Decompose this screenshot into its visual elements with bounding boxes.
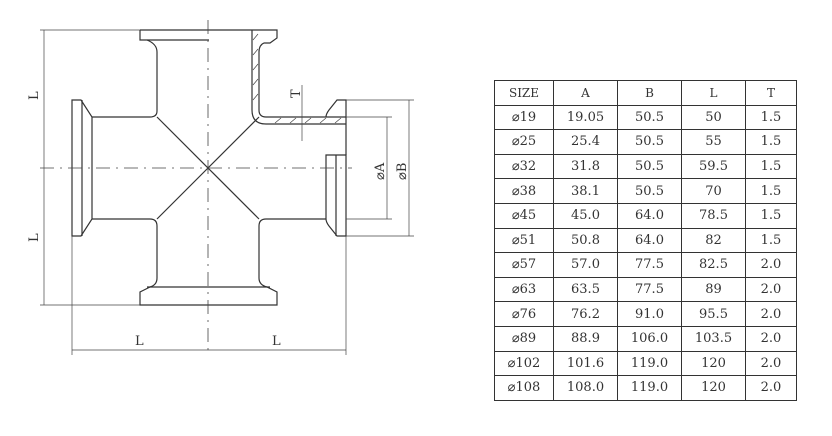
table-cell: 55 [681, 129, 746, 155]
cross-fitting-drawing: L L L L T ⌀A ⌀B [27, 20, 414, 355]
table-cell: 57.0 [553, 252, 618, 278]
table-cell: ⌀57 [494, 252, 554, 278]
table-cell: 50.8 [553, 227, 618, 254]
table-cell: ⌀32 [494, 153, 554, 180]
table-cell: 1.5 [745, 202, 797, 229]
table-cell: 1.5 [745, 153, 797, 180]
table-cell: 88.9 [553, 325, 618, 352]
table-cell: 50.5 [617, 178, 682, 204]
table-cell: 2.0 [745, 252, 797, 278]
table-cell: ⌀89 [494, 325, 554, 352]
table-cell: 2.0 [745, 325, 797, 352]
table-cell: ⌀102 [494, 350, 554, 377]
table-cell: 89 [681, 276, 746, 303]
table-cell: 38.1 [553, 178, 618, 204]
table-cell: 101.6 [553, 350, 618, 377]
table-cell: 50.5 [617, 104, 682, 131]
table-cell: 77.5 [617, 276, 682, 303]
table-cell: ⌀108 [494, 375, 554, 401]
table-cell: 2.0 [745, 276, 797, 303]
label-dia-b: ⌀B [395, 163, 410, 180]
fitting-outline [40, 20, 352, 355]
table-cell: 70 [681, 178, 746, 204]
table-cell: 31.8 [553, 153, 618, 180]
label-l-bottom: L [27, 233, 42, 242]
table-cell: ⌀38 [494, 178, 554, 204]
table-cell: 77.5 [617, 252, 682, 278]
table-cell: ⌀19 [494, 104, 554, 131]
table-cell: 1.5 [745, 178, 797, 204]
label-l-right: L [272, 334, 281, 349]
table-cell: 1.5 [745, 227, 797, 254]
table-cell: ⌀76 [494, 301, 554, 327]
column-header: L [681, 80, 746, 106]
table-cell: 50.5 [617, 129, 682, 155]
table-cell: 64.0 [617, 202, 682, 229]
table-cell: 78.5 [681, 202, 746, 229]
label-dia-a: ⌀A [373, 162, 388, 180]
table-cell: 1.5 [745, 104, 797, 131]
table-cell: 91.0 [617, 301, 682, 327]
dimension-lines [40, 29, 414, 355]
label-t: T [289, 89, 304, 98]
table-cell: 82.5 [681, 252, 746, 278]
table-cell: 103.5 [681, 325, 746, 352]
table-cell: 120 [681, 375, 746, 401]
table-cell: 2.0 [745, 350, 797, 377]
table-cell: 119.0 [617, 350, 682, 377]
table-cell: 76.2 [553, 301, 618, 327]
column-header: A [553, 80, 618, 106]
label-l-top: L [27, 91, 42, 100]
table-cell: 25.4 [553, 129, 618, 155]
table-cell: 82 [681, 227, 746, 254]
table-cell: 120 [681, 350, 746, 377]
table-cell: ⌀25 [494, 129, 554, 155]
column-header: SIZE [494, 80, 554, 106]
table-cell: 19.05 [553, 104, 618, 131]
table-cell: 59.5 [681, 153, 746, 180]
table-cell: ⌀51 [494, 227, 554, 254]
label-l-left: L [135, 334, 144, 349]
table-cell: 63.5 [553, 276, 618, 303]
table-cell: 95.5 [681, 301, 746, 327]
table-cell: 119.0 [617, 375, 682, 401]
column-header: B [617, 80, 682, 106]
table-cell: 1.5 [745, 129, 797, 155]
table-cell: 106.0 [617, 325, 682, 352]
table-cell: 64.0 [617, 227, 682, 254]
table-cell: 2.0 [745, 301, 797, 327]
table-cell: 108.0 [553, 375, 618, 401]
table-cell: ⌀63 [494, 276, 554, 303]
table-cell: 50 [681, 104, 746, 131]
column-header: T [745, 80, 797, 106]
table-cell: ⌀45 [494, 202, 554, 229]
table-cell: 45.0 [553, 202, 618, 229]
table-cell: 2.0 [745, 375, 797, 401]
table-cell: 50.5 [617, 153, 682, 180]
